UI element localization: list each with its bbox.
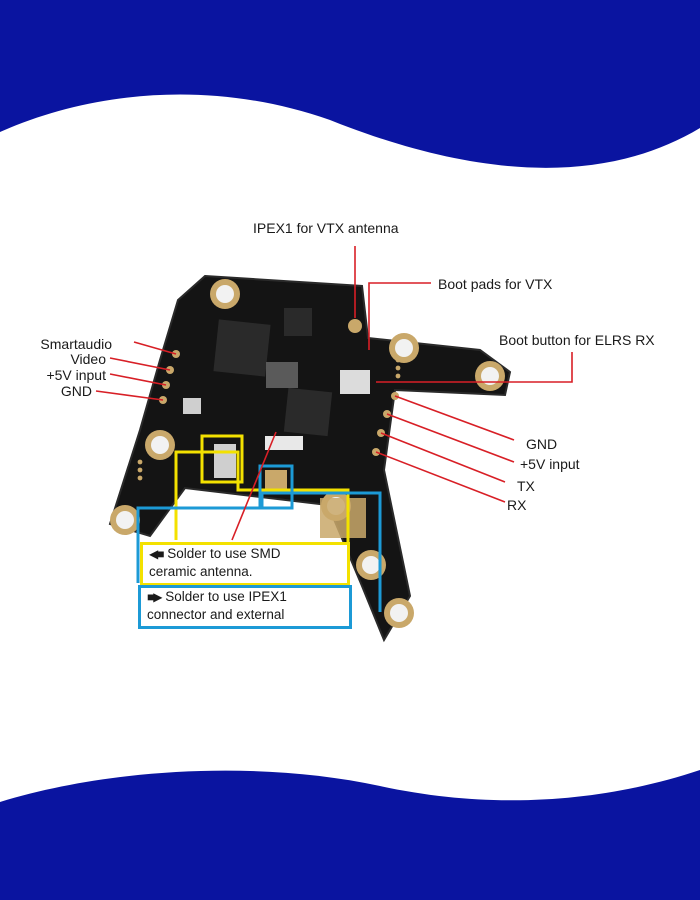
ipex-connector-note: ■▶ Solder to use IPEX1 connector and ext… bbox=[138, 585, 352, 629]
label-boot-button-elrs: Boot button for ELRS RX bbox=[499, 332, 655, 348]
label-boot-pads-vtx: Boot pads for VTX bbox=[438, 276, 553, 292]
smd-note-line2: ceramic antenna. bbox=[149, 564, 253, 579]
label-video: Video bbox=[70, 351, 106, 367]
label-5v-input-right: +5V input bbox=[520, 456, 580, 472]
label-ipex-vtx-antenna: IPEX1 for VTX antenna bbox=[253, 220, 399, 236]
label-rx: RX bbox=[507, 497, 527, 513]
solder-left-symbol-icon: ◀■ bbox=[149, 547, 165, 561]
label-tx: TX bbox=[517, 478, 535, 494]
ic-chips bbox=[183, 308, 370, 538]
smd-antenna-note: ◀■ Solder to use SMD ceramic antenna. bbox=[140, 542, 350, 586]
smd-highlight-box bbox=[174, 450, 350, 578]
pcb-board bbox=[108, 274, 512, 643]
ipex-highlight-box bbox=[136, 491, 382, 612]
label-gnd-right: GND bbox=[526, 436, 558, 452]
solder-right-symbol-icon: ■▶ bbox=[147, 590, 163, 604]
ipex-note-line1: Solder to use IPEX1 bbox=[165, 589, 287, 604]
ipex-note-line2: connector and external bbox=[147, 607, 285, 622]
label-smartaudio: Smartaudio bbox=[40, 336, 112, 352]
leader-lines bbox=[95, 246, 573, 541]
label-5v-input-left: +5V input bbox=[46, 367, 106, 383]
smd-note-line1: Solder to use SMD bbox=[167, 546, 281, 561]
bottom-wave-banner bbox=[0, 770, 700, 900]
top-wave-banner bbox=[0, 0, 700, 168]
label-gnd-left: GND bbox=[60, 383, 92, 399]
